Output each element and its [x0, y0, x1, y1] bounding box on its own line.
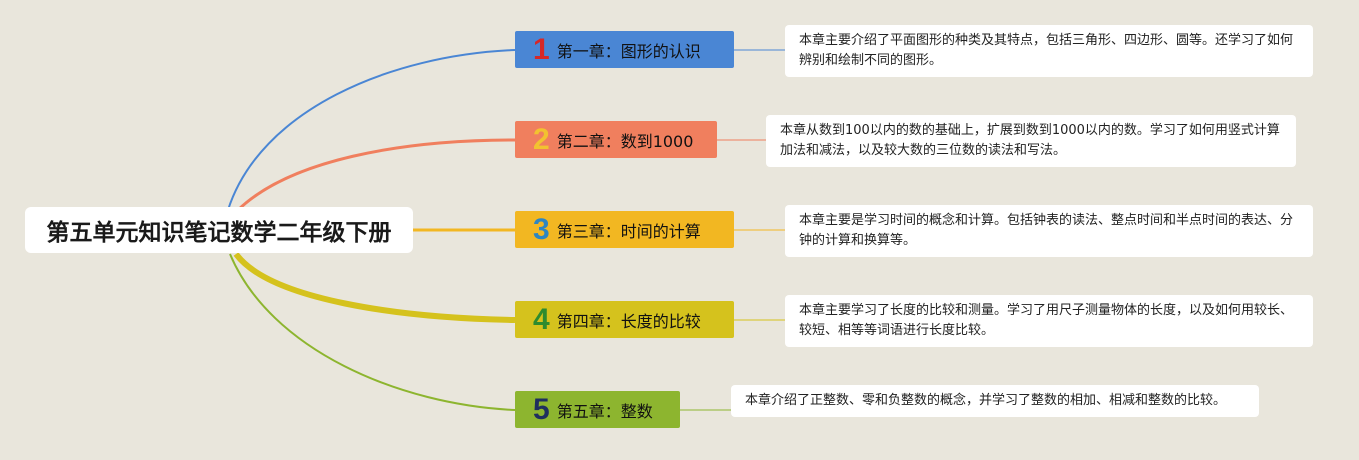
desc-text: 本章介绍了正整数、零和负整数的概念，并学习了整数的相加、相减和整数的比较。: [745, 393, 1227, 408]
chapter-number: 2: [533, 122, 550, 156]
chapter-title: 第五章：整数: [556, 401, 653, 421]
desc-text: 本章主要是学习时间的概念和计算。包括钟表的读法、整点时间和半点时间的表达、分钟的…: [799, 213, 1294, 248]
chapter-title: 第一章：图形的认识: [556, 41, 701, 61]
chapter-node-3[interactable]: 3 第三章：时间的计算: [515, 211, 734, 248]
chapter-number: 4: [533, 302, 550, 336]
chapter-desc-1[interactable]: 本章主要介绍了平面图形的种类及其特点，包括三角形、四边形、圆等。还学习了如何辨别…: [785, 25, 1313, 77]
desc-text: 本章从数到100以内的数的基础上，扩展到数到1000以内的数。学习了如何用竖式计…: [780, 123, 1280, 158]
desc-text: 本章主要介绍了平面图形的种类及其特点，包括三角形、四边形、圆等。还学习了如何辨别…: [799, 33, 1294, 68]
edge-root-chapter-4: [233, 252, 516, 323]
chapter-number: 5: [533, 392, 550, 426]
chapter-node-1[interactable]: 1 第一章：图形的认识: [515, 31, 734, 68]
edge-root-chapter-1: [227, 49, 516, 211]
chapter-desc-4[interactable]: 本章主要学习了长度的比较和测量。学习了用尺子测量物体的长度，以及如何用较长、较短…: [785, 295, 1313, 347]
chapter-desc-5[interactable]: 本章介绍了正整数、零和负整数的概念，并学习了整数的相加、相减和整数的比较。: [731, 385, 1259, 417]
root-title: 第五单元知识笔记数学二年级下册: [46, 220, 392, 246]
chapter-number: 1: [533, 32, 550, 66]
chapter-node-5[interactable]: 5 第五章：整数: [515, 391, 680, 428]
chapter-title: 第三章：时间的计算: [556, 221, 701, 241]
chapter-desc-3[interactable]: 本章主要是学习时间的概念和计算。包括钟表的读法、整点时间和半点时间的表达、分钟的…: [785, 205, 1313, 257]
chapter-title: 第四章：长度的比较: [556, 311, 701, 331]
edge-root-chapter-2: [236, 138, 516, 212]
chapter-title: 第二章：数到1000: [556, 131, 694, 151]
desc-text: 本章主要学习了长度的比较和测量。学习了用尺子测量物体的长度，以及如何用较长、较短…: [799, 303, 1294, 338]
chapter-number: 3: [533, 212, 550, 246]
edge-root-chapter-5: [229, 253, 516, 411]
chapter-desc-2[interactable]: 本章从数到100以内的数的基础上，扩展到数到1000以内的数。学习了如何用竖式计…: [766, 115, 1296, 167]
chapter-node-4[interactable]: 4 第四章：长度的比较: [515, 301, 734, 338]
root-topic[interactable]: 第五单元知识笔记数学二年级下册: [25, 207, 413, 253]
chapter-node-2[interactable]: 2 第二章：数到1000: [515, 121, 717, 158]
